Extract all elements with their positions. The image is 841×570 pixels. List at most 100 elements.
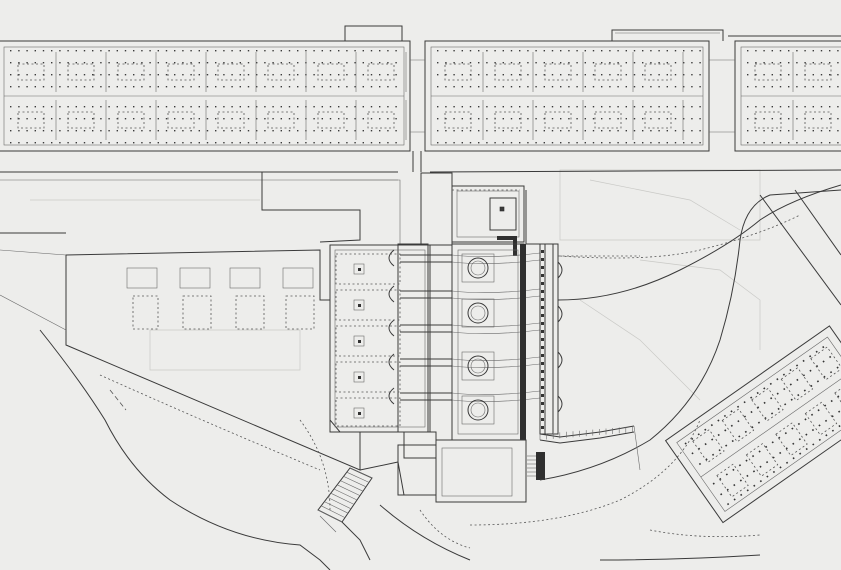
bay-frame xyxy=(716,463,749,498)
column-dot xyxy=(280,86,282,88)
column-dot xyxy=(560,86,562,88)
column-dot xyxy=(75,106,77,108)
column-dot xyxy=(763,387,766,390)
column-dot xyxy=(726,502,730,506)
column-dot xyxy=(297,106,299,108)
column-dot xyxy=(750,396,753,399)
column-dot xyxy=(584,130,586,132)
column-dot xyxy=(771,142,773,144)
column-dot xyxy=(92,74,94,76)
hall-cell xyxy=(335,397,401,427)
column-dot xyxy=(609,50,611,52)
vault-line xyxy=(451,390,541,395)
column-dot xyxy=(272,142,274,144)
hall-cell xyxy=(335,253,401,285)
column-dot xyxy=(108,118,110,120)
column-dot xyxy=(829,86,831,88)
hall-rib xyxy=(400,358,452,367)
hall-rib xyxy=(400,392,452,401)
column-dot xyxy=(816,380,820,383)
column-dot xyxy=(625,50,627,52)
column-dot xyxy=(743,401,746,404)
column-dot xyxy=(10,142,12,144)
column-dot xyxy=(198,106,200,108)
column-dot xyxy=(321,62,323,64)
column-dot xyxy=(280,130,282,132)
column-dot xyxy=(182,142,184,144)
bay-frame xyxy=(804,401,838,436)
bay-frame xyxy=(67,111,95,129)
column-dot xyxy=(174,142,176,144)
column-dot xyxy=(776,378,779,381)
column-dot xyxy=(67,86,69,88)
column-dot xyxy=(338,62,340,64)
column-dot xyxy=(141,86,143,88)
column-dot xyxy=(469,130,472,132)
column-dot xyxy=(535,142,537,144)
column-dot xyxy=(67,106,69,108)
column-dot xyxy=(812,106,814,108)
column-dot xyxy=(395,106,397,108)
column-dot xyxy=(329,106,332,108)
column-dot xyxy=(469,74,472,76)
column-dot xyxy=(560,130,562,132)
column-dot xyxy=(280,106,282,108)
column-dot xyxy=(784,403,787,406)
column-dot xyxy=(829,371,833,374)
column-dot xyxy=(494,130,496,132)
column-dot xyxy=(797,422,801,426)
column-dot xyxy=(601,142,603,144)
column-dot xyxy=(387,118,389,120)
column-dot xyxy=(755,50,757,52)
column-dot xyxy=(683,130,685,132)
cell-column xyxy=(353,335,365,347)
column-dot xyxy=(747,74,749,76)
column-dot xyxy=(288,142,291,144)
column-dot xyxy=(699,62,701,64)
column-dot xyxy=(239,106,241,108)
column-dot xyxy=(584,74,586,76)
column-dot xyxy=(215,130,217,132)
column-dot xyxy=(346,130,348,132)
column-dot xyxy=(256,106,258,108)
column-dot xyxy=(198,50,200,52)
bay-frame xyxy=(544,63,572,81)
cell-column-core xyxy=(358,268,361,271)
column-dot xyxy=(354,118,356,120)
column-dot xyxy=(796,62,798,64)
column-dot xyxy=(247,62,250,64)
column-dot xyxy=(329,62,332,64)
column-dot xyxy=(642,50,644,52)
bay-frame xyxy=(754,111,782,129)
column-dot xyxy=(666,50,668,52)
column-dot xyxy=(59,106,61,108)
column-dot xyxy=(642,86,644,88)
column-dot xyxy=(560,118,562,120)
column-dot xyxy=(726,488,729,491)
column-dot xyxy=(379,118,381,120)
background-ghost-lines xyxy=(30,169,761,401)
column-dot xyxy=(256,86,258,88)
stair-tread xyxy=(327,497,352,510)
column-dot xyxy=(796,106,798,108)
column-dot xyxy=(354,130,356,132)
column-dot xyxy=(370,62,373,64)
column-dot xyxy=(149,106,151,108)
top-building-strip xyxy=(0,25,841,172)
column-dot xyxy=(724,429,727,432)
column-dot xyxy=(256,50,258,52)
column-dot xyxy=(395,74,397,76)
column-dot xyxy=(674,142,677,144)
column-dot xyxy=(576,118,578,120)
column-dot xyxy=(239,118,241,120)
column-dot xyxy=(568,86,570,88)
column-dot xyxy=(809,355,812,358)
column-dot xyxy=(810,384,813,388)
colonnade-column xyxy=(541,298,544,301)
column-dot xyxy=(338,74,340,76)
column-dot xyxy=(190,142,192,144)
stair-tread xyxy=(330,492,355,505)
column-dot xyxy=(34,106,36,108)
column-dot xyxy=(75,74,77,76)
column-dot xyxy=(560,74,562,76)
